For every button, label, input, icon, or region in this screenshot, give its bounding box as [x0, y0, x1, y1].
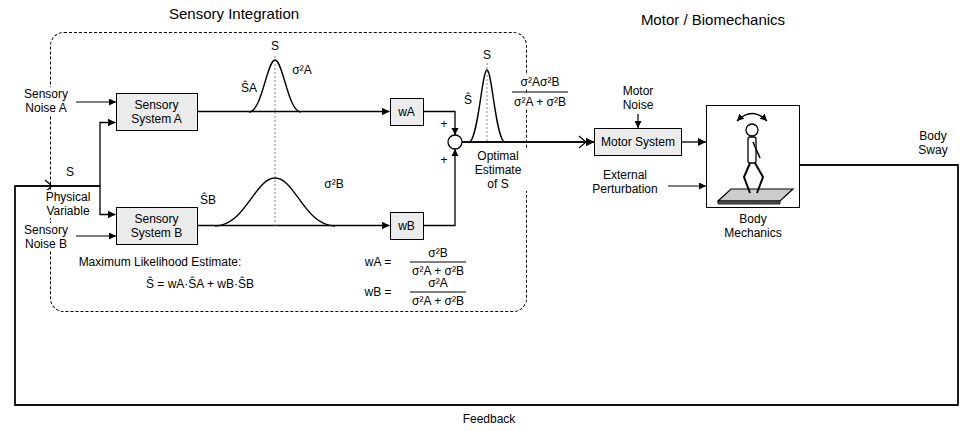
- sum-sign: +: [439, 153, 448, 167]
- fraction-bar: [512, 92, 568, 93]
- arrow-connector: [682, 141, 706, 142]
- fraction-numerator: σ²A: [427, 276, 448, 290]
- estimate-symbol: Ŝ: [463, 93, 473, 107]
- box-label: wA: [398, 105, 415, 119]
- process-box: Sensory System A: [116, 93, 198, 131]
- variance-symbol: σ²B: [323, 177, 344, 191]
- box-label: Sensory System A: [122, 98, 192, 126]
- output-label: Body Sway: [912, 129, 954, 157]
- fraction-numerator: σ²B: [427, 246, 448, 260]
- noise-label: Sensory Noise A: [18, 87, 74, 115]
- feedback-label: Feedback: [462, 412, 517, 426]
- formula-heading: Maximum Likelihood Estimate:: [78, 255, 243, 269]
- weight-box: wA: [390, 98, 424, 126]
- box-label: Motor System: [601, 135, 675, 149]
- gaussian-curve: [469, 70, 505, 142]
- fraction-bar: [410, 262, 466, 263]
- section-heading: Motor / Biomechanics: [640, 11, 786, 29]
- arrow-head: [452, 149, 459, 156]
- arrow-connector: [15, 123, 958, 406]
- true-value-line: [275, 56, 276, 226]
- region-heading: Sensory Integration: [169, 5, 299, 23]
- summing-junction: [448, 135, 462, 149]
- weight-box: wB: [390, 212, 424, 240]
- variable-symbol: S: [482, 48, 492, 62]
- arrow-connector: [15, 165, 958, 405]
- estimate-symbol: ŜB: [199, 193, 217, 207]
- output-label: Optimal Estimate of S: [469, 149, 527, 191]
- formula: wA =: [364, 255, 392, 269]
- variance-symbol: σ²A: [291, 63, 312, 77]
- input-chevron: [579, 136, 586, 148]
- fraction-denominator: σ²A + σ²B: [411, 294, 465, 308]
- fraction-denominator: σ²A + σ²B: [513, 95, 567, 109]
- process-box: Sensory System B: [116, 207, 198, 245]
- fraction-bar: [410, 292, 466, 293]
- noise-label: Motor Noise: [612, 84, 664, 112]
- body-mechanics-box: Body Mechanics: [706, 105, 800, 208]
- variable-label: Physical Variable: [40, 190, 96, 218]
- box-label: Sensory System B: [122, 212, 192, 240]
- variable-symbol: S: [270, 39, 280, 53]
- fraction-numerator: σ²Aσ²B: [520, 75, 561, 89]
- noise-arrow: [76, 235, 116, 236]
- perturbation-arrow: [668, 185, 706, 186]
- formula: Ŝ = wA·ŜA + wB·ŜB: [145, 277, 255, 291]
- formula: wB =: [363, 285, 392, 299]
- arrow-connector: [198, 111, 390, 112]
- true-value-line: [487, 63, 488, 142]
- estimate-symbol: ŜA: [240, 81, 258, 95]
- body-figure: [718, 114, 793, 205]
- box-label: wB: [398, 219, 415, 233]
- box-caption: Body Mechanics: [717, 212, 789, 240]
- gaussian-curve: [215, 178, 335, 226]
- noise-arrow: [637, 114, 638, 128]
- sum-sign: +: [439, 117, 448, 131]
- noise-arrow: [76, 101, 116, 102]
- variable-symbol: S: [65, 165, 75, 179]
- arrow-head: [452, 128, 459, 135]
- perturbation-label: External Perturbation: [584, 168, 666, 196]
- arrow-connector: [198, 225, 390, 226]
- arrow-connector: [424, 142, 595, 226]
- noise-label: Sensory Noise B: [18, 223, 74, 251]
- process-box: Motor System: [594, 128, 682, 156]
